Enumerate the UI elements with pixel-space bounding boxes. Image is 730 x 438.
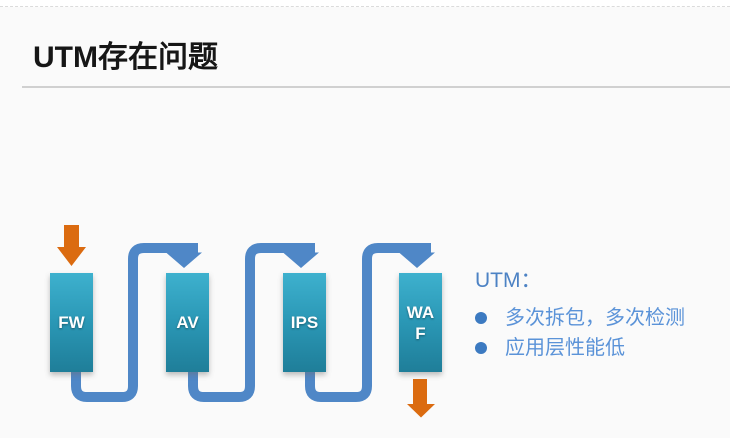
pipe-path-3 — [305, 243, 431, 402]
flow-box-fw: FW — [50, 273, 93, 372]
pipe-path-1 — [71, 243, 198, 402]
pipe-arrowhead-icon-3 — [399, 252, 435, 268]
flow-box-av: AV — [166, 273, 209, 372]
utm-note-heading: UTM： — [475, 269, 542, 292]
bullet-text: 多次拆包，多次检测 — [505, 307, 685, 329]
pipe-path-2 — [188, 243, 315, 402]
flow-entry-arrow-icon — [57, 225, 86, 266]
bullet-dot-icon — [475, 312, 487, 324]
flow-box-ips: IPS — [283, 273, 326, 372]
flow-box-label: FW — [58, 313, 85, 332]
flow-box-label: WAF — [406, 302, 435, 343]
pipe-arrowhead-icon-1 — [166, 252, 202, 268]
title-divider — [22, 86, 730, 88]
utm-note-bullet-2: 应用层性能低 — [475, 333, 625, 363]
flow-box-waf: WAF — [399, 273, 442, 372]
pipe-connector-ips-waf — [305, 243, 435, 402]
flow-box-label: AV — [176, 313, 199, 332]
bullet-dot-icon — [475, 342, 487, 354]
pipe-connector-av-ips — [188, 243, 319, 402]
utm-note-bullet-1: 多次拆包，多次检测 — [475, 303, 685, 333]
pipe-connector-fw-av — [71, 243, 202, 402]
flow-exit-arrow-icon — [407, 379, 435, 418]
page-title: UTM存在问题 — [33, 41, 218, 74]
flow-box-label: IPS — [290, 313, 319, 332]
slide-top-border — [0, 0, 730, 7]
bullet-text: 应用层性能低 — [505, 337, 625, 359]
pipe-arrowhead-icon-2 — [283, 252, 319, 268]
